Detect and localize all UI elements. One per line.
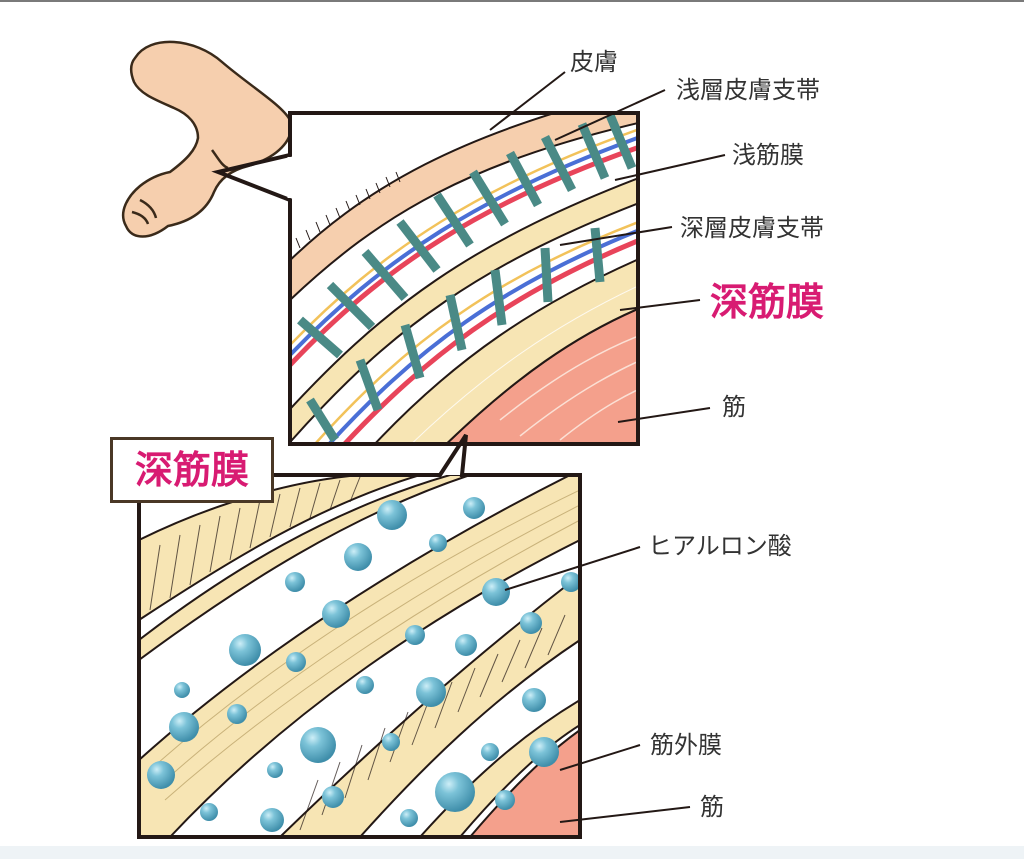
detail-title: 深筋膜 — [134, 448, 249, 492]
top-border — [0, 0, 1024, 2]
upper-cross-section — [290, 113, 638, 444]
label-muscle-upper: 筋 — [722, 393, 746, 421]
label-superficial-fascia: 浅筋膜 — [732, 141, 804, 169]
upper-panel-frame — [211, 111, 640, 446]
arm-illustration — [121, 40, 293, 238]
lower-cross-section — [139, 475, 580, 837]
lower-panel-frame — [137, 433, 582, 839]
label-deep-fascia: 深筋膜 — [710, 280, 825, 324]
label-muscle-lower: 筋 — [700, 793, 724, 821]
bottom-edge — [0, 846, 1024, 859]
label-skin: 皮膚 — [570, 48, 618, 76]
label-hyaluronic-acid: ヒアルロン酸 — [648, 532, 792, 560]
hyaluronic-bubbles — [147, 497, 580, 832]
leader-lines — [489, 71, 726, 823]
label-epimysium: 筋外膜 — [650, 731, 722, 759]
label-deep-retinaculum: 深層皮膚支帯 — [680, 214, 824, 242]
label-superficial-retinaculum: 浅層皮膚支帯 — [676, 76, 820, 104]
detail-title-box: 深筋膜 — [110, 437, 274, 503]
